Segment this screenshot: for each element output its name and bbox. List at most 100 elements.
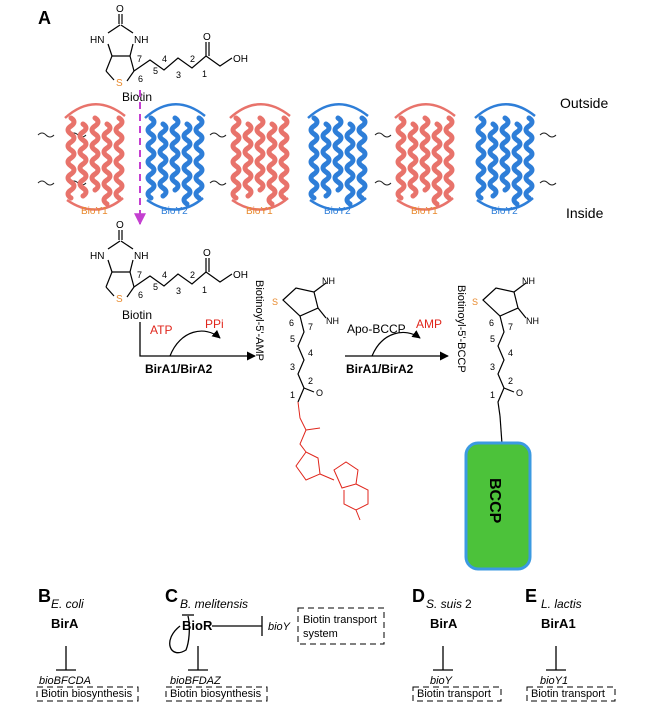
atom-nh: NH bbox=[522, 276, 535, 286]
regulator-label: BirA bbox=[430, 616, 458, 631]
atom-s: S bbox=[272, 297, 278, 307]
membrane bbox=[37, 132, 557, 186]
protein-label: BioY2 bbox=[491, 206, 518, 217]
panel-e-letter: E bbox=[525, 586, 537, 606]
helix bbox=[169, 115, 181, 193]
atom-s: S bbox=[116, 78, 123, 89]
amp-label: AMP bbox=[416, 317, 442, 331]
carbon-3: 3 bbox=[490, 362, 495, 372]
loop bbox=[229, 103, 291, 211]
panel-c-letter: C bbox=[165, 586, 178, 606]
organism-suffix: 2 bbox=[465, 597, 472, 611]
carbon-4: 4 bbox=[162, 270, 167, 280]
box-line-1: Biotin transport bbox=[417, 688, 491, 700]
helix bbox=[254, 115, 266, 193]
helix bbox=[320, 121, 332, 199]
bccp-label: BCCP bbox=[486, 478, 503, 524]
atom-o: O bbox=[516, 388, 523, 398]
gene-label: bioBFDAZ bbox=[170, 675, 222, 687]
protein-bioy1-3: BioY1 bbox=[229, 103, 291, 217]
helix bbox=[499, 115, 511, 193]
ppi-label: PPi bbox=[205, 317, 224, 331]
carbon-7: 7 bbox=[308, 322, 313, 332]
loop bbox=[144, 103, 206, 211]
carbon-5: 5 bbox=[153, 66, 158, 76]
panel-c: C B. melitensis BioR bioY Biotin transpo… bbox=[165, 586, 385, 702]
target-box bbox=[412, 686, 502, 702]
atom-oh: OH bbox=[233, 270, 248, 281]
helix bbox=[278, 115, 290, 201]
intermediate-label: Biotinoyl-5'-AMP bbox=[253, 280, 265, 361]
helix bbox=[487, 121, 499, 199]
atom-s: S bbox=[472, 297, 478, 307]
atom-o-acid: O bbox=[203, 32, 211, 43]
helix bbox=[113, 115, 125, 201]
target-box bbox=[165, 686, 268, 702]
target-box bbox=[526, 686, 616, 702]
target-box bbox=[36, 686, 139, 702]
protein-label: BioY1 bbox=[246, 206, 273, 217]
helix bbox=[407, 121, 419, 199]
organism-label: E. coli bbox=[51, 597, 84, 611]
helix bbox=[157, 121, 169, 199]
loop bbox=[64, 103, 126, 211]
regulator-label: BioR bbox=[182, 618, 213, 633]
carbon-2: 2 bbox=[190, 270, 195, 280]
carbon-5: 5 bbox=[490, 334, 495, 344]
product-label: Biotinoyl-5'-BCCP bbox=[455, 285, 467, 373]
helix bbox=[145, 115, 157, 201]
protein-bioy2-2: BioY2 bbox=[144, 103, 206, 217]
helix bbox=[356, 115, 368, 201]
carbon-7: 7 bbox=[508, 322, 513, 332]
carbon-3: 3 bbox=[176, 286, 181, 296]
carbon-6: 6 bbox=[138, 290, 143, 300]
target-box-2 bbox=[297, 607, 385, 645]
helix bbox=[511, 121, 523, 207]
box-line-1: Biotin transport bbox=[531, 688, 605, 700]
carbon-2: 2 bbox=[308, 376, 313, 386]
atom-o: O bbox=[116, 220, 124, 231]
helix bbox=[242, 121, 254, 199]
panel-b: B E. coli BirA bioBFCDA Biotin biosynthe… bbox=[36, 586, 139, 702]
apo-bccp-label: Apo-BCCP bbox=[347, 322, 406, 336]
helix bbox=[332, 115, 344, 193]
organism-label: L. lactis bbox=[541, 597, 582, 611]
gene-label: bioY bbox=[430, 675, 453, 687]
carbon-6: 6 bbox=[138, 74, 143, 84]
enzyme-label-1: BirA1/BirA2 bbox=[145, 362, 213, 376]
helix bbox=[475, 115, 487, 201]
helix bbox=[443, 115, 455, 201]
atom-oh: OH bbox=[233, 54, 248, 65]
carbon-3: 3 bbox=[290, 362, 295, 372]
panel-a-letter: A bbox=[38, 8, 51, 28]
protein-bioy2-4: BioY2 bbox=[307, 103, 369, 217]
helix bbox=[101, 121, 113, 207]
product-structure: Biotinoyl-5'-BCCP S NH NH O 6 7 5 4 3 2 … bbox=[455, 276, 539, 571]
helix bbox=[431, 121, 443, 207]
atom-nh: NH bbox=[134, 251, 148, 262]
gene-label: bioY1 bbox=[540, 675, 568, 687]
regulator-label: BirA1 bbox=[541, 616, 576, 631]
protein-label: BioY1 bbox=[411, 206, 438, 217]
helix bbox=[419, 115, 431, 193]
loop bbox=[307, 103, 369, 211]
reaction-2: Apo-BCCP AMP BirA1/BirA2 bbox=[345, 317, 449, 376]
carbon-6: 6 bbox=[489, 318, 494, 328]
biotin-structure-mid: O HN NH S O OH 7 6 5 4 3 2 1 Biotin bbox=[90, 220, 248, 322]
panel-b-letter: B bbox=[38, 586, 51, 606]
carbon-7: 7 bbox=[137, 54, 142, 64]
box-line-1: Biotin biosynthesis bbox=[41, 688, 133, 700]
helix bbox=[523, 115, 535, 201]
panel-e: E L. lactis BirA1 bioY1 Biotin transport bbox=[525, 586, 616, 702]
reaction-1: ATP PPi BirA1/BirA2 bbox=[139, 317, 256, 376]
panel-a: A O HN NH S O OH 7 6 5 4 3 2 1 Biotin bbox=[37, 4, 608, 571]
helix bbox=[181, 121, 193, 207]
helix bbox=[308, 115, 320, 201]
atom-hn: HN bbox=[90, 251, 104, 262]
helix bbox=[89, 115, 101, 193]
biotin-structure-top: O HN NH S O OH 7 6 5 4 3 2 1 Biotin bbox=[90, 4, 248, 104]
